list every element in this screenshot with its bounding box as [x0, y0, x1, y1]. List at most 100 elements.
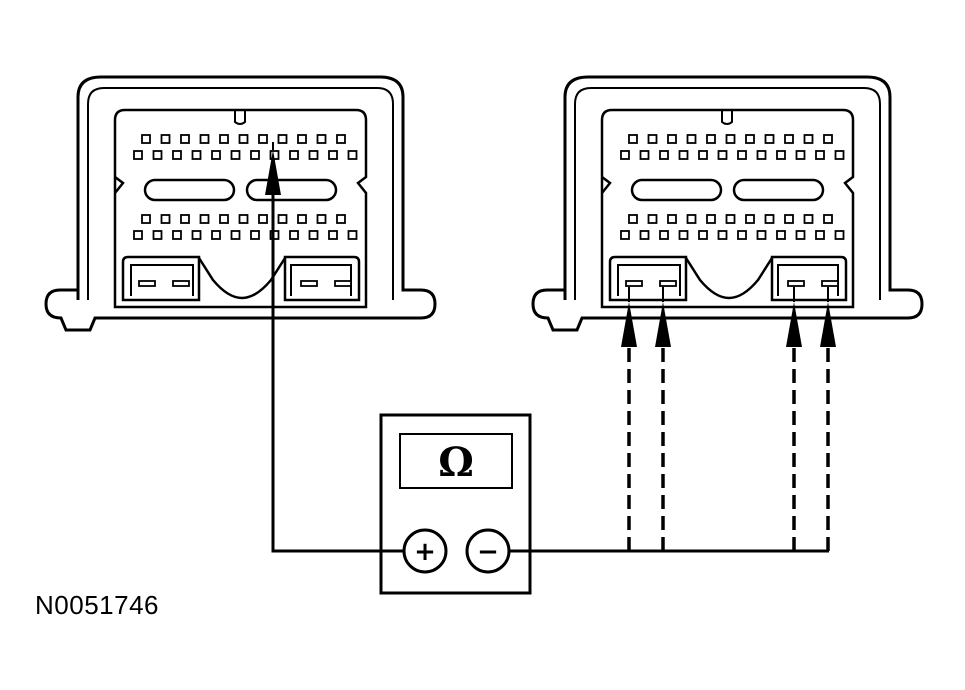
pin-cavity: [133, 230, 143, 240]
pin-cavity: [745, 214, 755, 224]
pin-cavity: [725, 214, 736, 224]
pin-cavity: [211, 230, 221, 240]
pin-cavity: [823, 214, 833, 224]
pin-cavity: [698, 150, 708, 160]
probe-arrow-right: [621, 302, 637, 347]
multimeter: Ω + −: [379, 413, 532, 595]
pin-cavity: [289, 150, 299, 160]
pin-cavity: [308, 230, 319, 240]
negative-probe-lead: [509, 287, 836, 553]
ohm-symbol: Ω: [438, 439, 474, 486]
pin-cavity: [297, 134, 307, 144]
positive-probe-lead: [265, 142, 404, 553]
pin-cavity: [219, 214, 229, 224]
pin-cavity: [628, 214, 638, 224]
pin-cavity: [706, 214, 716, 224]
pin-cavity: [250, 150, 260, 160]
power-pin-block-left: [121, 255, 201, 302]
pin-cavity: [815, 230, 825, 240]
probe-arrow-right: [786, 302, 802, 347]
pin-cavity: [238, 214, 249, 224]
pin-cavity: [678, 150, 689, 160]
pin-cavity: [160, 214, 171, 224]
pin-cavity: [180, 134, 190, 144]
pin-cavity: [180, 214, 190, 224]
figure-id: N0051746: [35, 590, 159, 620]
pin-cavity: [191, 150, 202, 160]
pin-cavity: [328, 150, 338, 160]
pin-cavity: [834, 230, 845, 240]
pin-cavity: [289, 230, 299, 240]
pin-cavity: [659, 230, 669, 240]
slot-right: [732, 178, 825, 202]
key-notch: [234, 110, 246, 125]
pin-cavity: [230, 230, 241, 240]
pin-cavity: [316, 214, 327, 224]
pin-cavity: [776, 230, 786, 240]
slot-left: [630, 178, 723, 202]
power-pin: [625, 280, 643, 287]
power-pin-block-right: [770, 255, 848, 302]
pin-cavity: [639, 230, 650, 240]
pin-cavity: [258, 134, 268, 144]
pin-cavity: [328, 230, 338, 240]
pin-cavity: [141, 134, 151, 144]
pin-cavity: [725, 134, 736, 144]
power-pin: [334, 280, 352, 287]
pin-cavity: [717, 230, 728, 240]
pin-cavity: [347, 150, 358, 160]
pin-cavity: [628, 134, 638, 144]
pin-cavity: [756, 150, 767, 160]
power-pin-block-left: [608, 255, 688, 302]
pin-cavity: [639, 150, 650, 160]
key-notch: [721, 110, 733, 125]
pin-cavity: [133, 150, 143, 160]
pin-cavity: [686, 214, 697, 224]
power-pin: [659, 280, 677, 287]
pin-cavity: [776, 150, 786, 160]
pin-cavity: [717, 150, 728, 160]
probe-arrow-left: [265, 150, 281, 195]
pin-cavity: [230, 150, 241, 160]
pin-cavity: [152, 150, 163, 160]
pin-cavity: [238, 134, 249, 144]
probe-arrow-right: [655, 302, 671, 347]
slot-left: [143, 178, 236, 202]
pin-cavity: [141, 214, 151, 224]
pin-cavity: [823, 134, 833, 144]
pin-cavity: [764, 134, 775, 144]
pin-cavity: [647, 134, 658, 144]
pin-cavity: [745, 134, 755, 144]
connector-left: [44, 75, 437, 332]
pin-cavity: [834, 150, 845, 160]
pin-cavity: [199, 214, 210, 224]
power-pin: [787, 280, 805, 287]
pin-cavity: [756, 230, 767, 240]
pin-cavity: [815, 150, 825, 160]
negative-terminal-label: −: [477, 537, 499, 567]
connector-right: [531, 75, 924, 332]
probe-arrow-right: [820, 302, 836, 347]
pin-cavity: [219, 134, 229, 144]
center-latch: [197, 257, 287, 300]
power-pin: [821, 280, 839, 287]
pin-cavity: [698, 230, 708, 240]
pin-cavity: [316, 134, 327, 144]
pin-cavity: [620, 150, 630, 160]
pin-cavity: [620, 230, 630, 240]
pin-cavity: [297, 214, 307, 224]
positive-terminal-label: +: [414, 537, 436, 567]
pin-cavity: [795, 150, 806, 160]
connector-housing-inner: [574, 87, 881, 300]
pin-cavity: [277, 214, 288, 224]
pin-cavity: [784, 214, 794, 224]
power-pin: [172, 280, 190, 287]
power-pin-block-right: [283, 255, 361, 302]
pin-cavity: [737, 150, 747, 160]
pin-cavity: [258, 214, 268, 224]
pin-cavity: [160, 134, 171, 144]
pin-cavity: [678, 230, 689, 240]
pin-cavity: [347, 230, 358, 240]
pin-cavity: [647, 214, 658, 224]
